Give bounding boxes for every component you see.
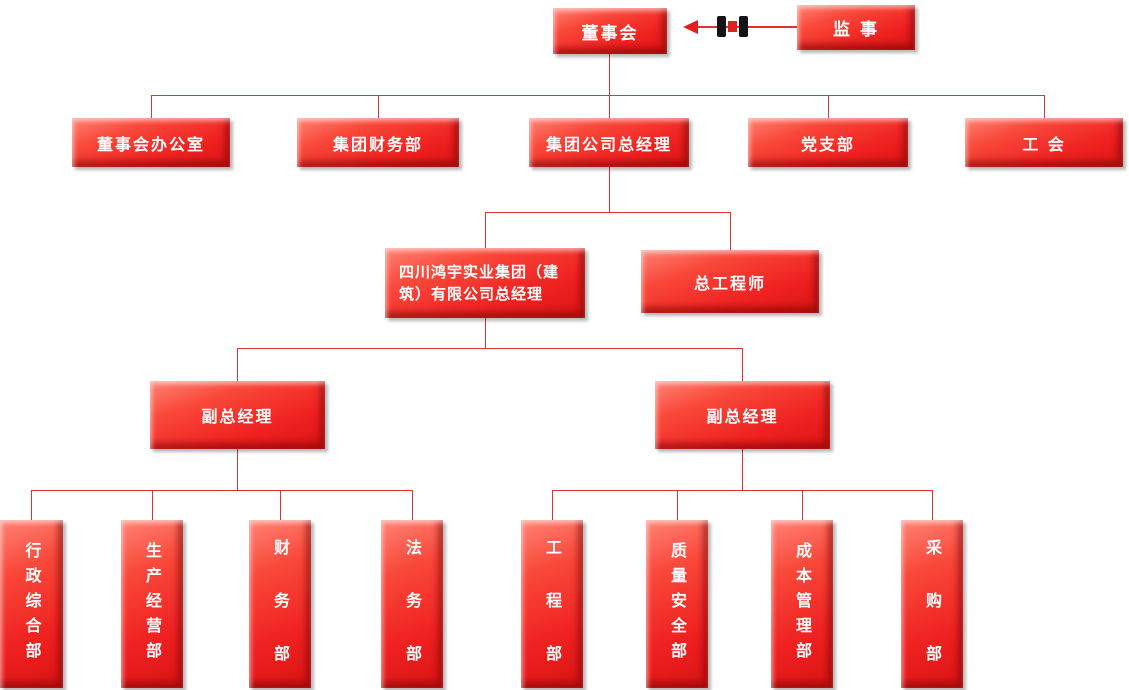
node-finance-dept: 财 务 部 bbox=[249, 520, 311, 688]
connector-line bbox=[485, 212, 486, 248]
connector-line bbox=[1044, 95, 1045, 118]
node-board-of-directors: 董事会 bbox=[553, 8, 667, 54]
node-procurement-dept: 采 购 部 bbox=[901, 520, 963, 688]
connector-line bbox=[485, 212, 731, 213]
node-group-finance-dept: 集团财务部 bbox=[297, 118, 459, 167]
link-bar-icon bbox=[728, 21, 737, 32]
node-cost-management-dept: 成本管理部 bbox=[771, 520, 833, 688]
node-labor-union: 工 会 bbox=[965, 118, 1123, 167]
node-production-operation-dept: 生产经营部 bbox=[121, 520, 183, 688]
node-deputy-general-manager-left: 副总经理 bbox=[150, 381, 325, 449]
connector-line bbox=[609, 54, 610, 118]
node-supervisors: 监 事 bbox=[797, 5, 915, 50]
connector-line bbox=[552, 490, 932, 491]
connector-line bbox=[742, 348, 743, 381]
connector-line bbox=[237, 449, 238, 490]
connector-line bbox=[31, 490, 412, 491]
node-group-general-manager: 集团公司总经理 bbox=[529, 118, 689, 167]
connector-line bbox=[237, 348, 743, 349]
connector-line bbox=[742, 449, 743, 490]
connector-line bbox=[485, 318, 486, 348]
connector-line bbox=[828, 95, 829, 118]
connector-line bbox=[412, 490, 413, 520]
node-engineering-dept: 工 程 部 bbox=[521, 520, 583, 688]
connector-line bbox=[152, 490, 153, 520]
node-chief-engineer: 总工程师 bbox=[641, 250, 819, 313]
connector-line bbox=[609, 167, 610, 212]
connector-line bbox=[802, 490, 803, 520]
node-subsidiary-general-manager: 四川鸿宇实业集团（建筑）有限公司总经理 bbox=[385, 248, 585, 318]
connector-line bbox=[237, 348, 238, 381]
connector-line bbox=[151, 95, 152, 118]
node-admin-general-dept: 行政综合部 bbox=[0, 520, 63, 688]
connector-line bbox=[151, 95, 1044, 96]
connector-line bbox=[31, 490, 32, 520]
node-party-branch: 党支部 bbox=[748, 118, 908, 167]
link-bar-icon bbox=[717, 16, 726, 37]
node-legal-dept: 法 务 部 bbox=[381, 520, 443, 688]
connector-line bbox=[280, 490, 281, 520]
connector-line bbox=[932, 490, 933, 520]
connector-line bbox=[378, 95, 379, 118]
arrow-left-icon bbox=[683, 20, 698, 34]
connector-line bbox=[730, 212, 731, 250]
connector-line bbox=[552, 490, 553, 520]
node-quality-safety-dept: 质量安全部 bbox=[646, 520, 708, 688]
link-bar-icon bbox=[739, 16, 748, 37]
connector-line bbox=[677, 490, 678, 520]
node-board-office: 董事会办公室 bbox=[72, 118, 230, 167]
node-deputy-general-manager-right: 副总经理 bbox=[655, 381, 830, 449]
